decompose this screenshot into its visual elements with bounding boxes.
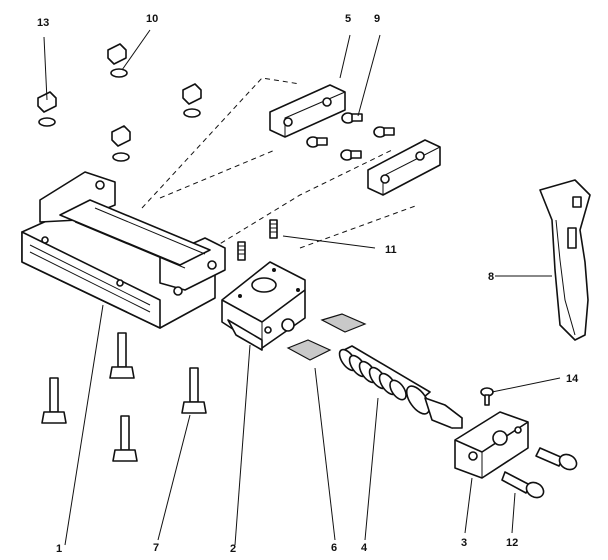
t-bolt-d <box>112 415 138 462</box>
label-11: 11 <box>385 244 397 256</box>
vise-base-body <box>21 171 226 329</box>
small-screw-14 <box>480 387 494 406</box>
cap-screws-12 <box>501 447 578 499</box>
part-labels: 1 2 3 4 5 6 7 8 9 10 11 12 13 14 <box>37 13 579 555</box>
handle-lever <box>539 179 591 341</box>
nut-washer-c <box>182 83 202 118</box>
label-6: 6 <box>331 542 337 554</box>
plate-screws <box>306 112 395 161</box>
label-14: 14 <box>566 373 579 385</box>
nut-washer-d <box>111 125 131 162</box>
nut-washer-a <box>107 43 128 78</box>
label-5: 5 <box>345 13 351 25</box>
label-3: 3 <box>461 537 467 549</box>
jaw-plates <box>269 84 441 196</box>
label-12: 12 <box>506 537 518 549</box>
t-bolt-c <box>181 367 207 414</box>
label-10: 10 <box>146 13 158 25</box>
label-4: 4 <box>361 542 368 554</box>
t-bolt-b <box>41 377 67 424</box>
leader-lines <box>43 29 561 546</box>
label-8: 8 <box>488 271 494 283</box>
label-13: 13 <box>37 17 49 29</box>
end-plate <box>454 411 529 479</box>
gib-strips <box>286 313 367 361</box>
label-2: 2 <box>230 543 236 555</box>
t-bolt-a <box>109 332 135 379</box>
lead-screw-threads <box>338 348 407 401</box>
set-screws <box>237 219 278 261</box>
sliding-jaw <box>221 261 306 351</box>
nuts-and-washers <box>37 43 202 162</box>
lead-screw <box>338 345 463 429</box>
nut-washer-b <box>37 91 57 127</box>
label-7: 7 <box>153 542 159 554</box>
t-bolts <box>41 332 207 462</box>
label-1: 1 <box>56 543 62 555</box>
label-9: 9 <box>374 13 380 25</box>
